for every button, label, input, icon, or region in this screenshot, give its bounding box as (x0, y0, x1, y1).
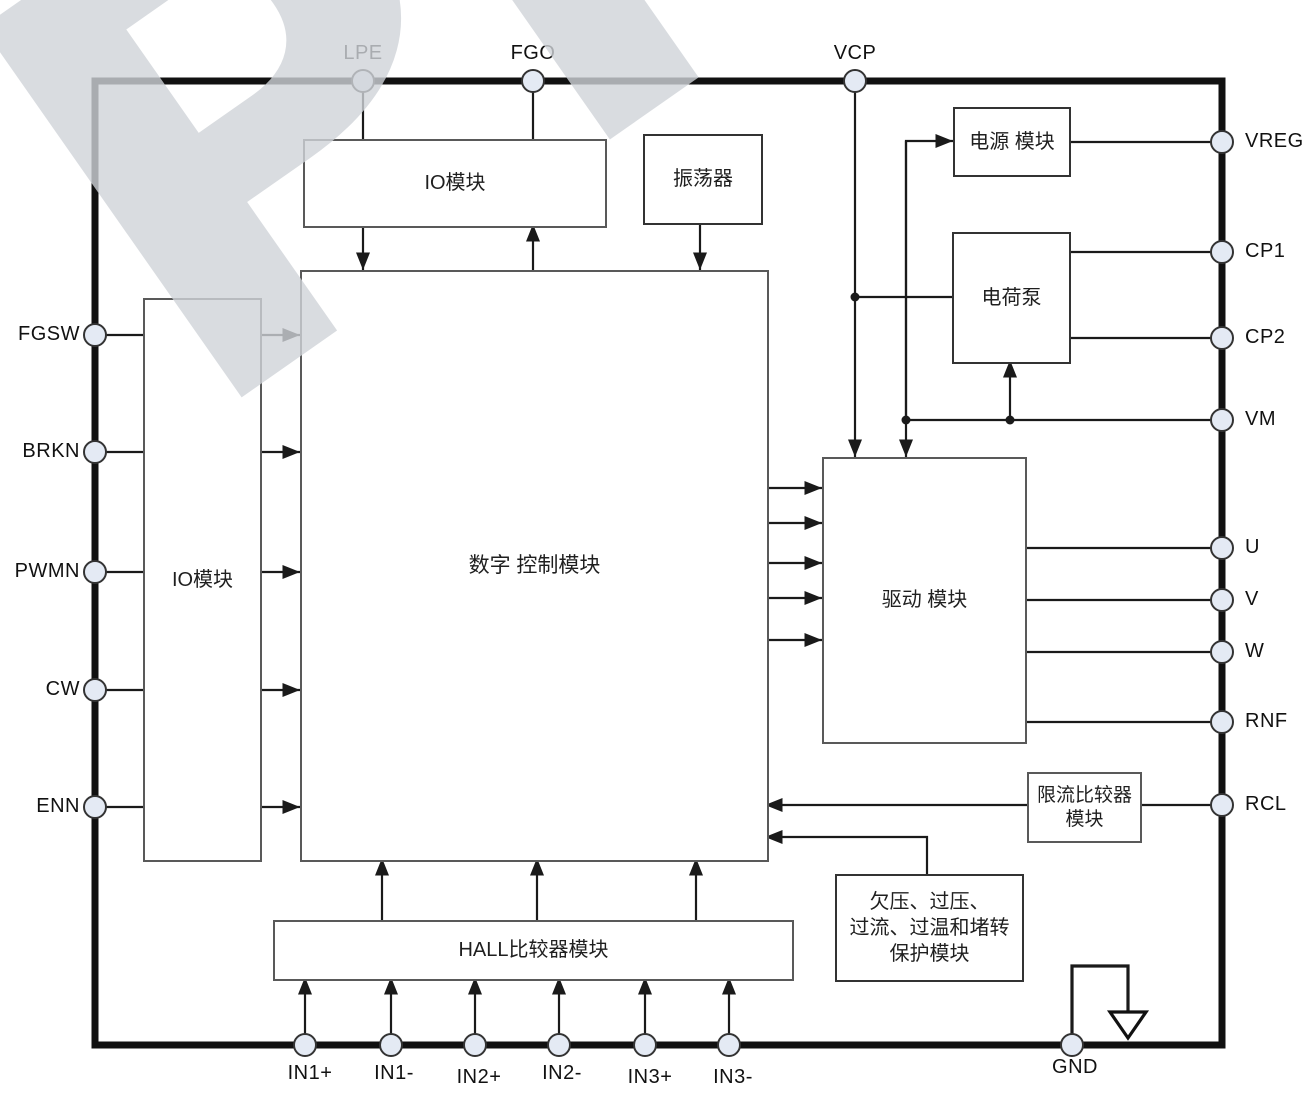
pin-label-vcp: VCP (833, 42, 877, 64)
pin-cw (83, 678, 107, 702)
block-hall-comparator-label: HALL比较器模块 (458, 939, 609, 961)
pin-label-rnf: RNF (1245, 710, 1288, 732)
pin-label-rcl: RCL (1245, 793, 1287, 815)
block-oscillator: 振荡器 (643, 134, 763, 225)
pin-label-in2-plus: IN2+ (456, 1066, 502, 1088)
block-hall-comparator: HALL比较器模块 (273, 920, 794, 981)
block-charge-pump: 电荷泵 (952, 232, 1071, 364)
pin-cp2 (1210, 326, 1234, 350)
block-current-limit-comparator: 限流比较器 模块 (1027, 772, 1142, 843)
wire-vm-to-power (904, 133, 953, 420)
pin-fgsw (83, 323, 107, 347)
block-digital-control: 数字 控制模块 (300, 270, 769, 862)
block-protection-label-line3: 保护模块 (889, 943, 970, 965)
block-oscillator-label: 振荡器 (673, 168, 733, 190)
pin-label-fgsw: FGSW (18, 323, 80, 345)
pin-rnf (1210, 710, 1234, 734)
pin-label-in1-plus: IN1+ (287, 1062, 333, 1084)
block-io-left: IO模块 (143, 298, 262, 862)
block-protection-label-line2: 过流、过温和堵转 (849, 917, 1010, 939)
block-digital-control-label: 数字 控制模块 (468, 553, 601, 577)
block-protection-label-line1: 欠压、过压、 (869, 891, 990, 913)
pin-label-pwmn: PWMN (14, 560, 80, 582)
pin-rcl (1210, 793, 1234, 817)
pin-label-w: W (1245, 640, 1265, 662)
pin-v (1210, 588, 1234, 612)
pin-label-cp1: CP1 (1245, 240, 1286, 262)
pin-in3-plus (633, 1033, 657, 1057)
pin-label-vreg: VREG (1245, 130, 1304, 152)
pin-label-in3-minus: IN3- (713, 1066, 753, 1088)
pin-fgo (521, 69, 545, 93)
pin-in1-plus (293, 1033, 317, 1057)
pin-vcp (843, 69, 867, 93)
pin-label-gnd: GND (1052, 1056, 1098, 1078)
pin-label-lpe: LPE (343, 42, 383, 64)
block-charge-pump-label: 电荷泵 (981, 286, 1042, 309)
block-current-limit-label-line2: 模块 (1065, 808, 1104, 830)
pin-w (1210, 640, 1234, 664)
pin-label-u: U (1245, 536, 1260, 558)
block-power: 电源 模块 (953, 107, 1071, 177)
pin-label-v: V (1245, 588, 1259, 610)
pin-label-in3-plus: IN3+ (627, 1066, 673, 1088)
block-drive-label: 驱动 模块 (881, 589, 968, 611)
pin-vreg (1210, 130, 1234, 154)
wire-gnd-hook (1070, 964, 1130, 1034)
ground-symbol-icon (1106, 1010, 1150, 1041)
pin-label-brkn: BRKN (22, 440, 80, 462)
block-drive: 驱动 模块 (822, 457, 1027, 744)
pin-in2-minus (547, 1033, 571, 1057)
pin-label-vm: VM (1245, 408, 1276, 430)
pin-lpe (351, 69, 375, 93)
block-power-label: 电源 模块 (969, 130, 1055, 153)
junction-dot-vm-1 (901, 415, 911, 425)
wire-protection-to-digital (765, 829, 929, 874)
pin-enn (83, 795, 107, 819)
block-io-top-label: IO模块 (424, 172, 486, 194)
block-io-left-label: IO模块 (171, 568, 234, 591)
junction-dot-vm-2 (1005, 415, 1015, 425)
pin-label-fgo: FGO (510, 42, 556, 64)
junction-dot-vcp (850, 292, 860, 302)
pin-in3-minus (717, 1033, 741, 1057)
pin-brkn (83, 440, 107, 464)
pin-label-in1-minus: IN1- (374, 1062, 414, 1084)
pin-in2-plus (463, 1033, 487, 1057)
block-current-limit-label-line1: 限流比较器 (1036, 784, 1132, 806)
pin-in1-minus (379, 1033, 403, 1057)
block-io-top: IO模块 (303, 139, 607, 228)
pin-label-cw: CW (45, 678, 80, 700)
pin-label-enn: ENN (36, 795, 80, 817)
block-protection: 欠压、过压、 过流、过温和堵转 保护模块 (835, 874, 1024, 982)
pin-pwmn (83, 560, 107, 584)
pin-u (1210, 536, 1234, 560)
pin-gnd (1060, 1033, 1084, 1057)
pin-label-in2-minus: IN2- (542, 1062, 582, 1084)
pin-label-cp2: CP2 (1245, 326, 1286, 348)
pin-vm (1210, 408, 1234, 432)
pin-cp1 (1210, 240, 1234, 264)
